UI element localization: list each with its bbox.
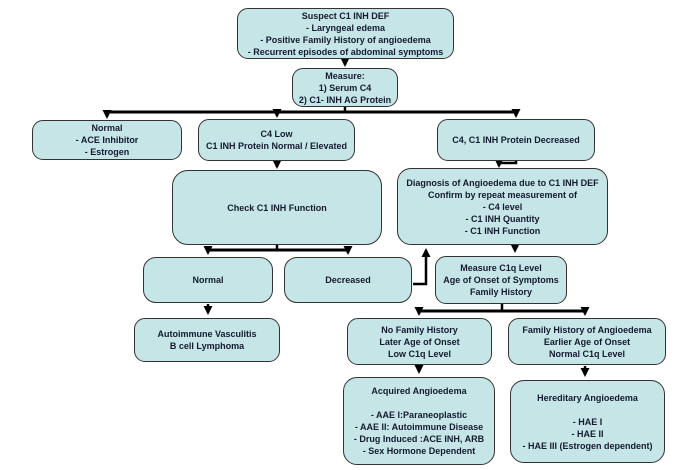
node-acquired-angioedema: Acquired Angioedema - AAE I:Paraneoplast… — [343, 377, 495, 465]
node-check-c1-inh-function: Check C1 INH Function — [172, 170, 382, 245]
node-suspect-c1-inh-def: Suspect C1 INH DEF - Laryngeal edema - P… — [237, 8, 454, 59]
node-measure-serum-c4: Measure: 1) Serum C4 2) C1- INH AG Prote… — [292, 68, 398, 107]
arrow-decreased-to-diagnosis — [413, 248, 431, 286]
node-diagnosis-c1-inh-def: Diagnosis of Angioedema due to C1 INH DE… — [397, 168, 608, 245]
node-no-family-history: No Family History Later Age of Onset Low… — [347, 318, 492, 365]
node-measure-c1q: Measure C1q Level Age of Onset of Sympto… — [435, 256, 567, 304]
node-function-normal: Normal — [143, 257, 273, 303]
node-autoimmune-vasculitis: Autoimmune Vasculitis B cell Lymphoma — [134, 318, 280, 362]
node-function-decreased: Decreased — [284, 257, 412, 303]
node-hereditary-angioedema: Hereditary Angioedema - HAE I - HAE II -… — [510, 380, 665, 463]
arrow-c4c1dec-to-diagnosis — [494, 159, 518, 168]
node-c4-c1-inh-decreased: C4, C1 INH Protein Decreased — [437, 119, 595, 161]
node-normal-ace-inhibitor: Normal - ACE Inhibitor - Estrogen — [32, 120, 182, 160]
node-family-history: Family History of Angioedema Earlier Age… — [508, 318, 666, 365]
node-c4-low: C4 Low C1 INH Protein Normal / Elevated — [198, 119, 355, 161]
